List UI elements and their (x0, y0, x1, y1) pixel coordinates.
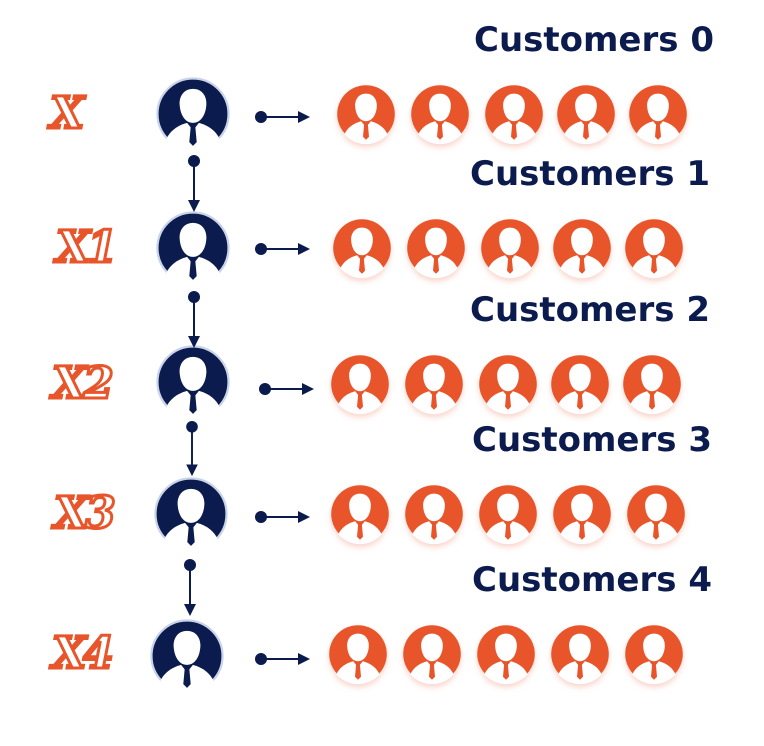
manager-person-icon (154, 476, 228, 552)
customer-person-icon (550, 352, 610, 416)
customer-person-icon (478, 482, 538, 546)
customer-person-icon (332, 216, 392, 280)
customer-person-icon (336, 82, 396, 146)
level-row: Customers 3 X3 (0, 420, 764, 564)
customer-person-icon (550, 622, 610, 686)
customer-person-icon (406, 216, 466, 280)
customer-person-icon (622, 352, 682, 416)
customer-person-icon (330, 352, 390, 416)
customer-person-icon (624, 216, 684, 280)
manager-person-icon (156, 210, 230, 286)
customer-person-icon (552, 216, 612, 280)
customer-person-icon (556, 82, 616, 146)
customer-person-icon (484, 82, 544, 146)
customers-title: Customers 4 (472, 560, 712, 600)
arrow-icon (259, 383, 314, 395)
arrow-icon (255, 111, 310, 123)
arrow-icon (255, 653, 310, 665)
down-arrow-icon (186, 420, 198, 477)
customer-person-icon (410, 82, 470, 146)
level-label: X3 (53, 487, 118, 541)
customer-person-icon (480, 216, 540, 280)
arrow-icon (255, 511, 310, 523)
customer-person-icon (624, 622, 684, 686)
customer-person-icon (328, 622, 388, 686)
customers-title: Customers 2 (470, 290, 710, 330)
level-row: Customers 0 X (0, 20, 764, 164)
customers-title: Customers 1 (470, 154, 710, 194)
arrow-icon (255, 243, 310, 255)
customer-person-icon (476, 622, 536, 686)
customers-title: Customers 0 (474, 20, 714, 60)
level-label: X2 (51, 357, 116, 411)
customer-person-icon (552, 482, 612, 546)
customer-person-icon (404, 482, 464, 546)
customer-person-icon (626, 482, 686, 546)
level-row: Customers 2 X2 (0, 290, 764, 434)
down-arrow-icon (184, 559, 196, 616)
level-label: X4 (51, 627, 116, 681)
down-arrow-icon (188, 291, 200, 348)
customer-person-icon (330, 482, 390, 546)
manager-person-icon (156, 344, 230, 420)
manager-person-icon (150, 618, 224, 694)
customer-person-icon (478, 352, 538, 416)
customer-person-icon (402, 622, 462, 686)
customer-person-icon (404, 352, 464, 416)
level-row: Customers 1 X1 (0, 154, 764, 298)
customers-title: Customers 3 (472, 420, 712, 460)
manager-person-icon (156, 76, 230, 152)
level-label: X1 (55, 221, 120, 275)
customer-person-icon (628, 82, 688, 146)
down-arrow-icon (188, 155, 200, 212)
level-label: X (48, 87, 85, 141)
level-row: Customers 4 X4 (0, 560, 764, 704)
